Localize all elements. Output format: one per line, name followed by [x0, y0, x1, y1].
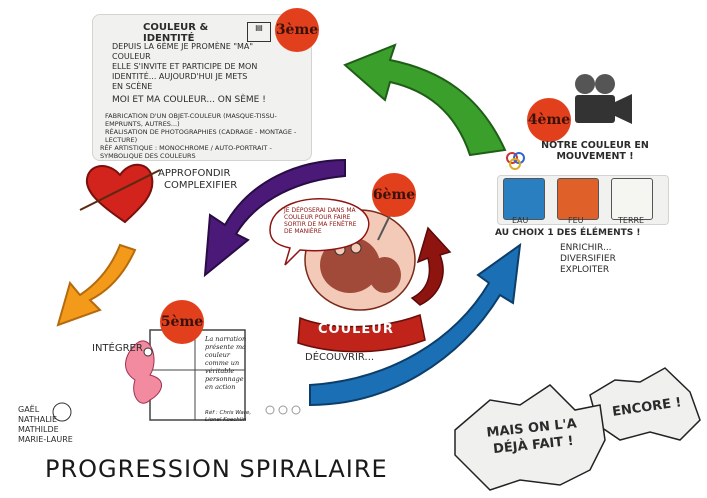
step5-ref: Réf : Chris Ware, Lionel Koechlin — [205, 410, 252, 423]
step6-verb: Découvrir... — [305, 352, 375, 363]
step4-badge: 4ème — [527, 98, 571, 142]
step5-badge: 5ème — [160, 300, 204, 344]
step3-bullet-1: Fabrication d'un objet-couleur (masque-t… — [105, 112, 277, 128]
speech-bubble-6 — [269, 198, 370, 266]
encore-bubble-shape — [589, 367, 701, 441]
step3-subtitle: Moi et ma couleur... on sème ! — [112, 95, 266, 105]
element-label-eau: Eau — [512, 216, 529, 225]
step5-verb: Intégrer — [92, 343, 143, 354]
step3-line-1: Depuis la 6ème je promène "ma" couleur — [112, 42, 254, 61]
step4-caption: Au choix 1 des éléments ! — [495, 228, 641, 238]
darkred-arrow — [410, 226, 452, 306]
step6-bubble-text: Je déposerai dans ma couleur pour faire … — [284, 207, 357, 235]
camera-icon — [575, 95, 615, 123]
verb-exploiter: Exploiter — [560, 265, 610, 275]
step3-bullet-2: Réalisation de photographies (cadrage - … — [105, 128, 297, 144]
heart-label-complexifier: Complexifier — [164, 180, 238, 191]
fire-tile — [557, 178, 599, 220]
author-1: Gaël — [18, 405, 40, 414]
step3-line-2: Elle s'invite et participe de mon — [112, 62, 258, 71]
step4-verbs: Enrichir... Diversifier Exploiter — [560, 243, 616, 276]
step3-text: Depuis la 6ème je promène "ma" couleur E… — [112, 42, 292, 92]
heart-arrow-shaft — [79, 169, 161, 211]
verb-diversifier: Diversifier — [560, 254, 616, 264]
step3-line-4: en scène — [112, 82, 153, 91]
step5-note: La narration présente ma couleur comme u… — [205, 335, 247, 391]
water-tile — [503, 178, 545, 220]
element-label-terre: Terre — [618, 216, 645, 225]
blue-arrow — [309, 242, 522, 407]
element-label-feu: Feu — [568, 216, 584, 225]
main-bubble-shape — [454, 384, 606, 491]
step6-banner-text: Couleur — [318, 322, 394, 337]
step3-line-3: identité... Aujourd'hui je mets — [112, 72, 248, 81]
film-icon: ▤ — [247, 22, 271, 42]
orange-arrow — [56, 243, 137, 327]
green-arrow — [343, 43, 507, 157]
step3-title: Couleur & identité — [143, 22, 209, 44]
page-title: Progression spiralaire — [45, 455, 388, 483]
step3-footer: Réf artistique : monochrome / auto-portr… — [100, 144, 272, 160]
couleur-banner-shape — [297, 313, 426, 353]
verb-enrichir: Enrichir... — [560, 243, 612, 253]
step6-badge: 6ème — [372, 173, 416, 217]
heart-label-approfondir: Approfondir — [158, 168, 231, 179]
step3-badge: 3ème — [275, 8, 319, 52]
earth-tile — [611, 178, 653, 220]
step4-title: Notre couleur en mouvement ! — [541, 140, 649, 162]
author-3: Mathilde — [18, 425, 59, 434]
authors-list: Gaël Nathalie Mathilde Marie-Laure — [18, 405, 73, 445]
heart-icon — [85, 163, 154, 224]
purple-arrow — [203, 158, 346, 278]
author-4: Marie-Laure — [18, 435, 73, 444]
author-2: Nathalie — [18, 415, 58, 424]
step3-card — [92, 14, 312, 161]
